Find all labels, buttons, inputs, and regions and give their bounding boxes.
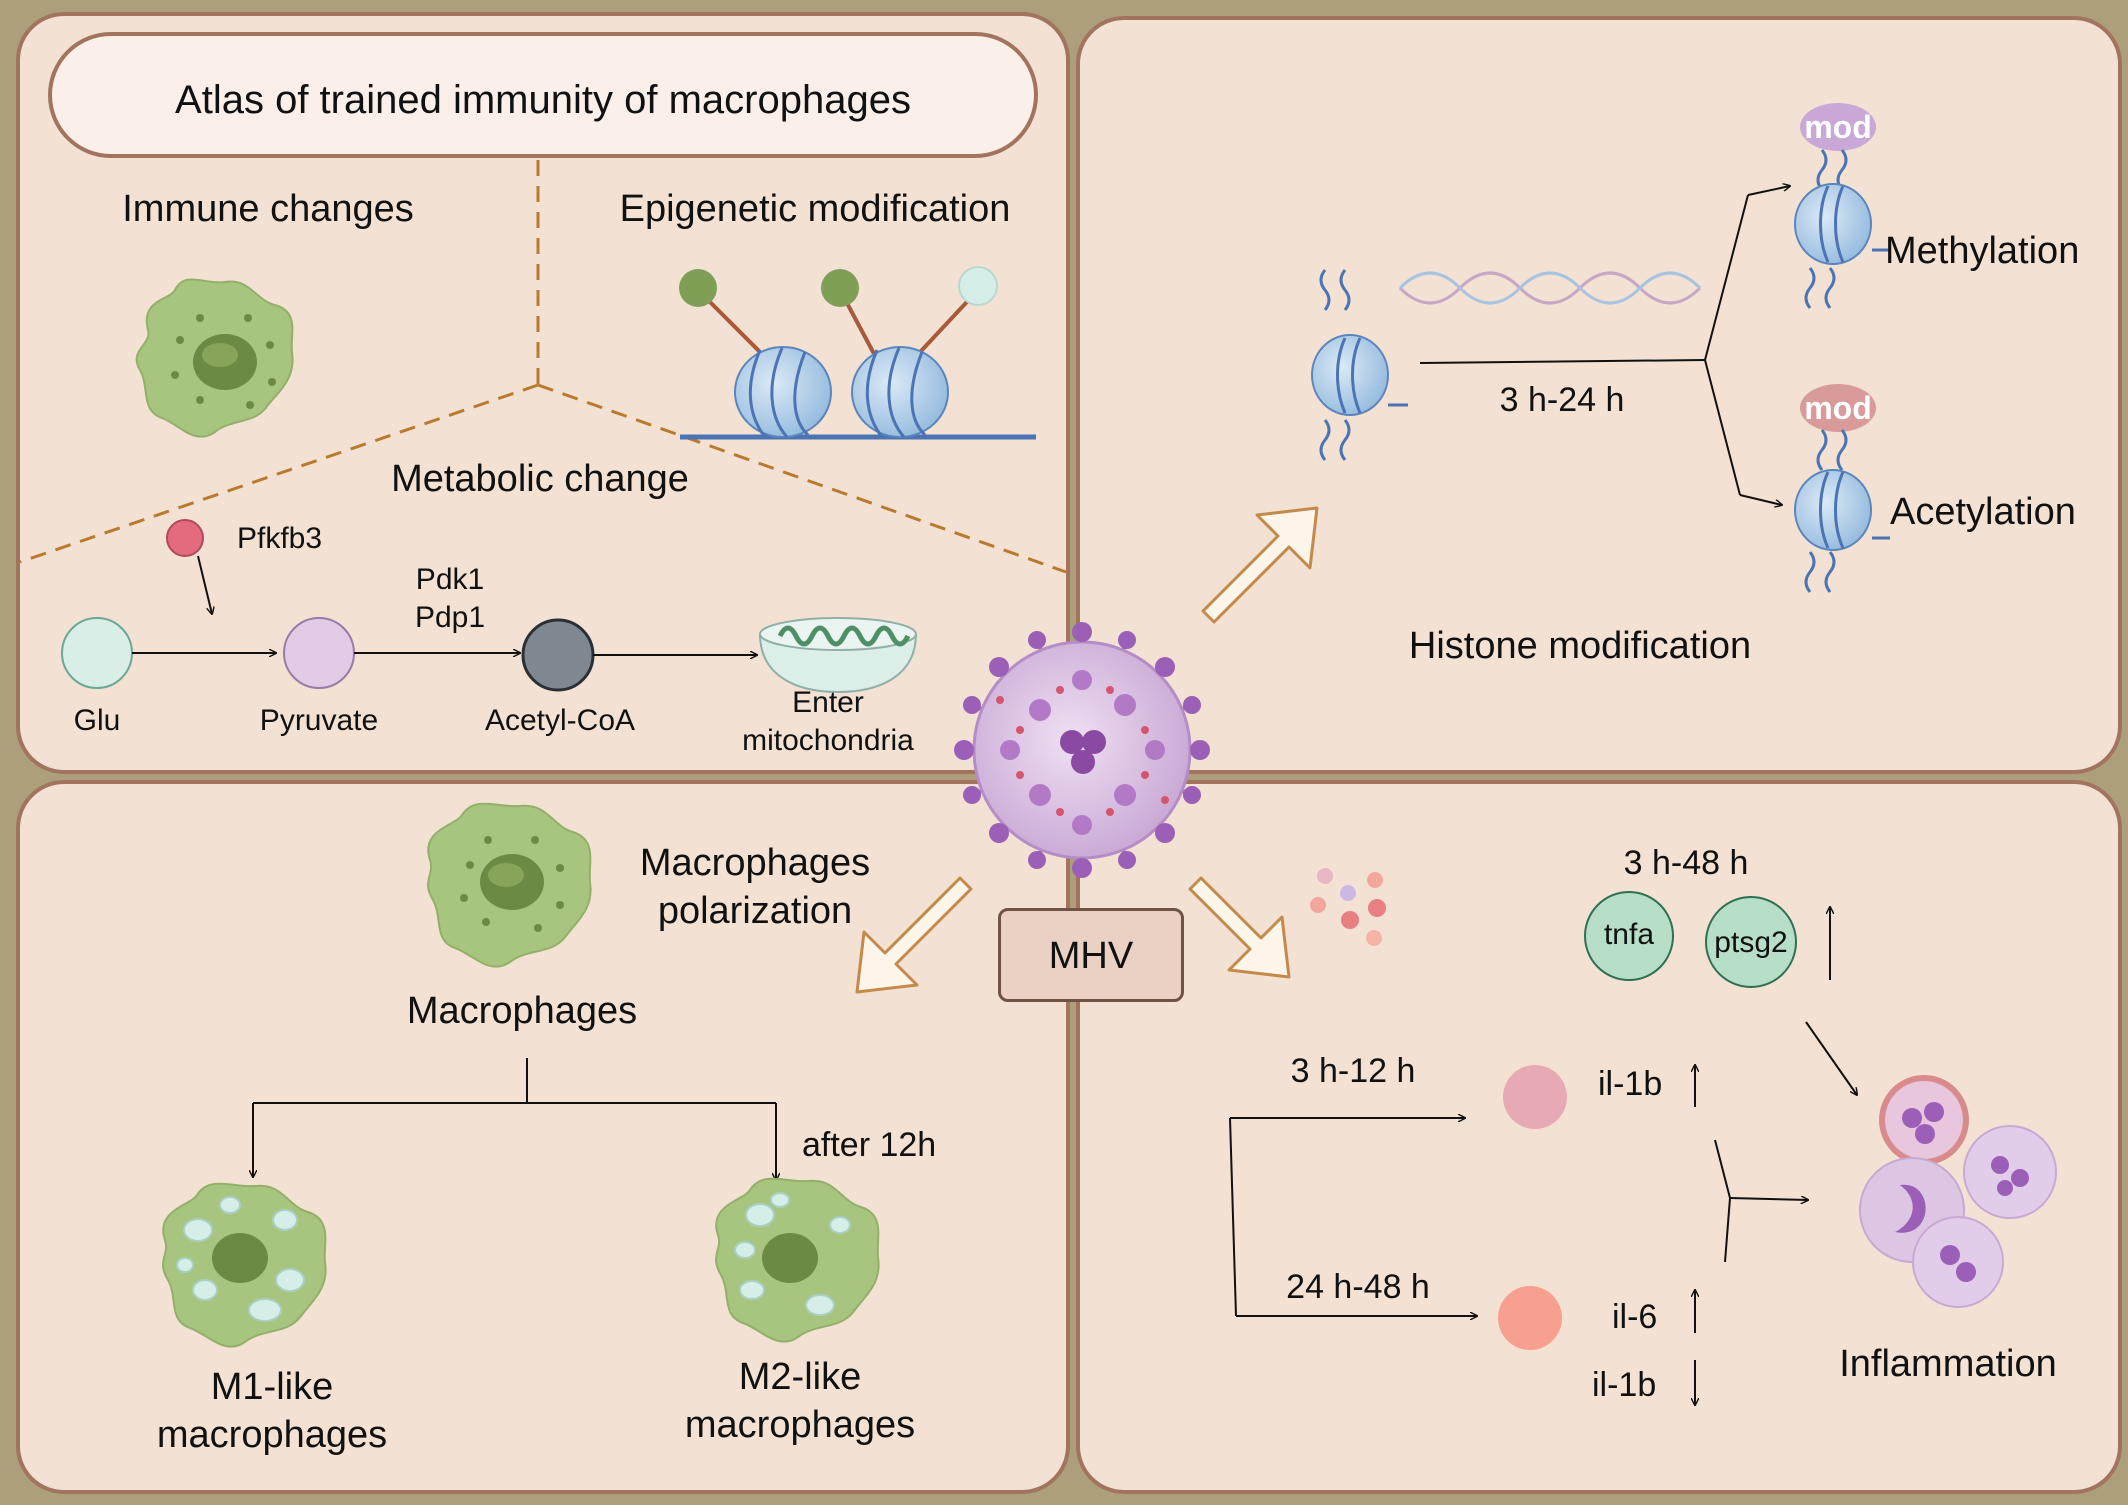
mhv-box <box>998 908 1184 1002</box>
label-histone-modification: Histone modification <box>1408 625 1752 667</box>
label-mitochondria: mitochondria <box>742 724 914 757</box>
glu-circle <box>61 617 133 689</box>
label-il6: il-6 <box>1612 1298 1658 1336</box>
label-m1-line1: M1-like <box>210 1366 334 1408</box>
time-branches <box>1229 1118 1477 1316</box>
arrow-to-inflammation <box>1188 876 1291 979</box>
dashed-dividers <box>19 160 1067 574</box>
merge-arrows <box>1714 1139 1808 1263</box>
cytokine-dots-icon <box>1310 868 1386 946</box>
virus-icon <box>954 622 1210 878</box>
metabolic-pathway <box>61 519 918 694</box>
label-m2-line1: M2-like <box>738 1356 862 1398</box>
label-tnfa: tnfa <box>1603 918 1655 951</box>
label-pdp1: Pdp1 <box>414 601 486 634</box>
il6-cell-icon <box>1498 1286 1562 1350</box>
label-macrophages: Macrophages <box>406 990 638 1032</box>
macrophage-cell-icon <box>427 802 592 968</box>
dna-helix-icon <box>1398 271 1702 305</box>
gene-to-inflammation-arrow <box>1805 1021 1857 1095</box>
arrow-to-histone <box>1201 506 1319 624</box>
acetyl-coa-circle <box>521 618 595 692</box>
label-enter: Enter <box>792 686 864 719</box>
pyruvate-circle <box>283 617 355 689</box>
label-il1b-up: il-1b <box>1598 1065 1663 1103</box>
immune-cell-icon <box>135 278 294 438</box>
label-pdk1: Pdk1 <box>415 563 485 596</box>
epigenetic-nucleosomes-icon <box>679 266 1036 440</box>
label-m1-line2: macrophages <box>156 1414 388 1456</box>
page-title: Atlas of trained immunity of macrophages <box>175 78 911 122</box>
label-metabolic-change: Metabolic change <box>391 458 689 500</box>
hollow-arrows <box>855 506 1319 994</box>
label-polarization-line2: polarization <box>657 890 853 932</box>
title-pill <box>48 32 1038 158</box>
label-il1b-down: il-1b <box>1592 1366 1657 1404</box>
il1b-cell-icon <box>1503 1065 1567 1129</box>
methylation-nucleosome-icon <box>1794 103 1890 309</box>
mod-tag-acetylation <box>1800 384 1876 432</box>
label-immune-changes: Immune changes <box>122 188 414 230</box>
label-time-3h-48h: 3 h-48 h <box>1623 844 1749 882</box>
label-mod-acetylation: mod <box>1804 390 1872 426</box>
label-pyruvate: Pyruvate <box>259 704 379 737</box>
label-acetyl-coa: Acetyl-CoA <box>484 704 636 737</box>
label-ptsg2: ptsg2 <box>1714 926 1788 959</box>
m1-macrophage-icon <box>162 1182 327 1348</box>
inflammation-cells-icon <box>1859 1075 2057 1308</box>
mitochondria-icon <box>758 617 918 694</box>
label-time-3h-12h: 3 h-12 h <box>1290 1052 1416 1090</box>
nucleosome-left-icon <box>1311 269 1408 461</box>
label-polarization-line1: Macrophages <box>639 842 871 884</box>
label-mod-methylation: mod <box>1804 109 1872 145</box>
label-after-12h: after 12h <box>802 1126 937 1164</box>
label-inflammation: Inflammation <box>1839 1343 2057 1385</box>
label-methylation: Methylation <box>1885 230 2080 272</box>
label-pfkfb3: Pfkfb3 <box>237 522 323 555</box>
label-time-3h-24h: 3 h-24 h <box>1499 381 1625 419</box>
arrow-to-polarization <box>855 876 973 994</box>
label-acetylation: Acetylation <box>1890 491 2076 533</box>
mod-tag-methylation <box>1800 103 1876 151</box>
label-mhv: MHV <box>1048 935 1134 977</box>
label-m2-line2: macrophages <box>684 1404 916 1446</box>
panel-top-right <box>1076 16 2122 774</box>
label-epigenetic-modification: Epigenetic modification <box>619 188 1011 230</box>
acetylation-nucleosome-icon <box>1794 384 1890 593</box>
pfkfb3-molecule-icon <box>166 519 204 557</box>
histone-modification <box>1311 103 1890 593</box>
label-glu: Glu <box>73 704 121 737</box>
label-time-24h-48h: 24 h-48 h <box>1286 1268 1430 1306</box>
tnfa-circle <box>1584 891 1674 981</box>
polarization-branches <box>253 1058 776 1180</box>
ptsg2-circle <box>1705 896 1797 988</box>
m2-macrophage-icon <box>715 1177 880 1343</box>
